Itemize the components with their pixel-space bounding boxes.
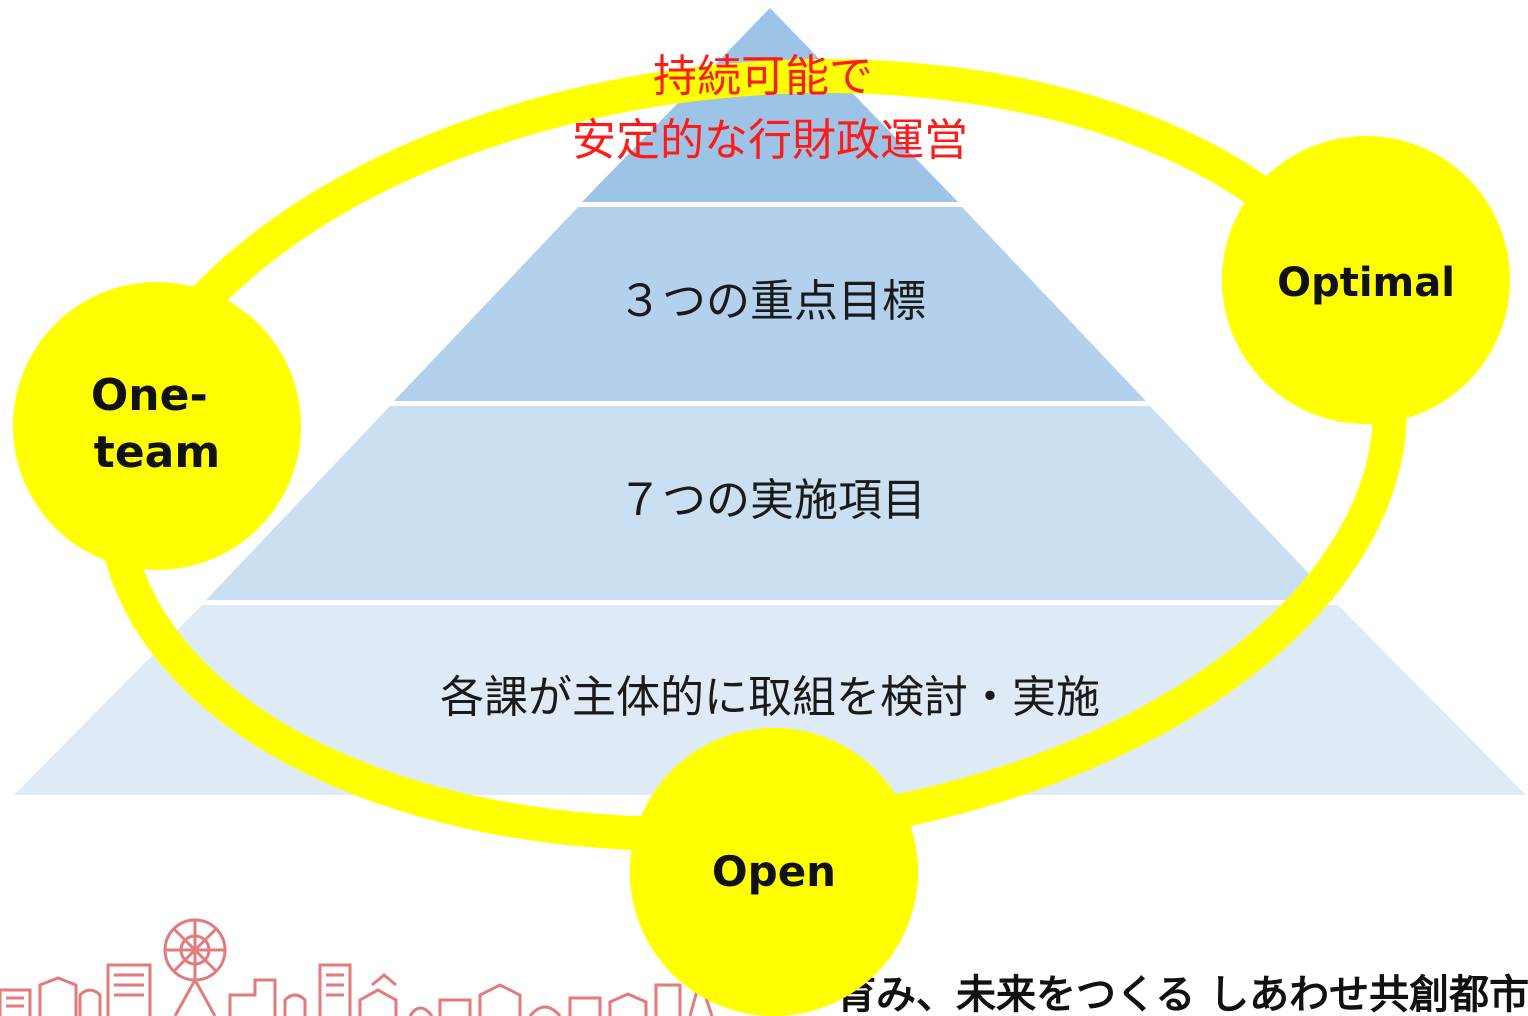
pyramid [14, 8, 1526, 795]
one-team-label-line-1: One- [91, 370, 208, 421]
footer-slogan: 育み、未来をつくる しあわせ共創都市 [836, 972, 1528, 1016]
one-team-label-line-2: team [94, 427, 220, 478]
tier-items-label: ７つの実施項目 [618, 475, 926, 526]
goal-label-line-1: 持続可能で [653, 51, 873, 102]
open-label-overlay: Open [712, 847, 836, 896]
pyramid-tier-items [206, 406, 1334, 600]
one-team-label: One- team [91, 370, 223, 478]
pyramid-tier-apex [582, 8, 958, 202]
open-circle-overlap [630, 728, 918, 1016]
optimal-label: Optimal [1277, 260, 1455, 306]
tier-base-label: 各課が主体的に取組を検討・実施 [440, 672, 1100, 723]
goal-label: 持続可能で 安定的な行財政運営 [572, 51, 968, 166]
goal-label-line-2: 安定的な行財政運営 [572, 115, 968, 166]
pyramid-tier-base [14, 605, 1526, 795]
optimal-circle [1222, 136, 1510, 424]
cycle-node-optimal: Optimal [1222, 136, 1510, 424]
pyramid-tier-goals [394, 207, 1146, 401]
cycle-node-one-team: One- team [13, 282, 301, 570]
tier-goals-label: ３つの重点目標 [618, 276, 926, 327]
city-skyline-illustration [0, 918, 714, 1016]
one-team-circle [13, 282, 301, 570]
